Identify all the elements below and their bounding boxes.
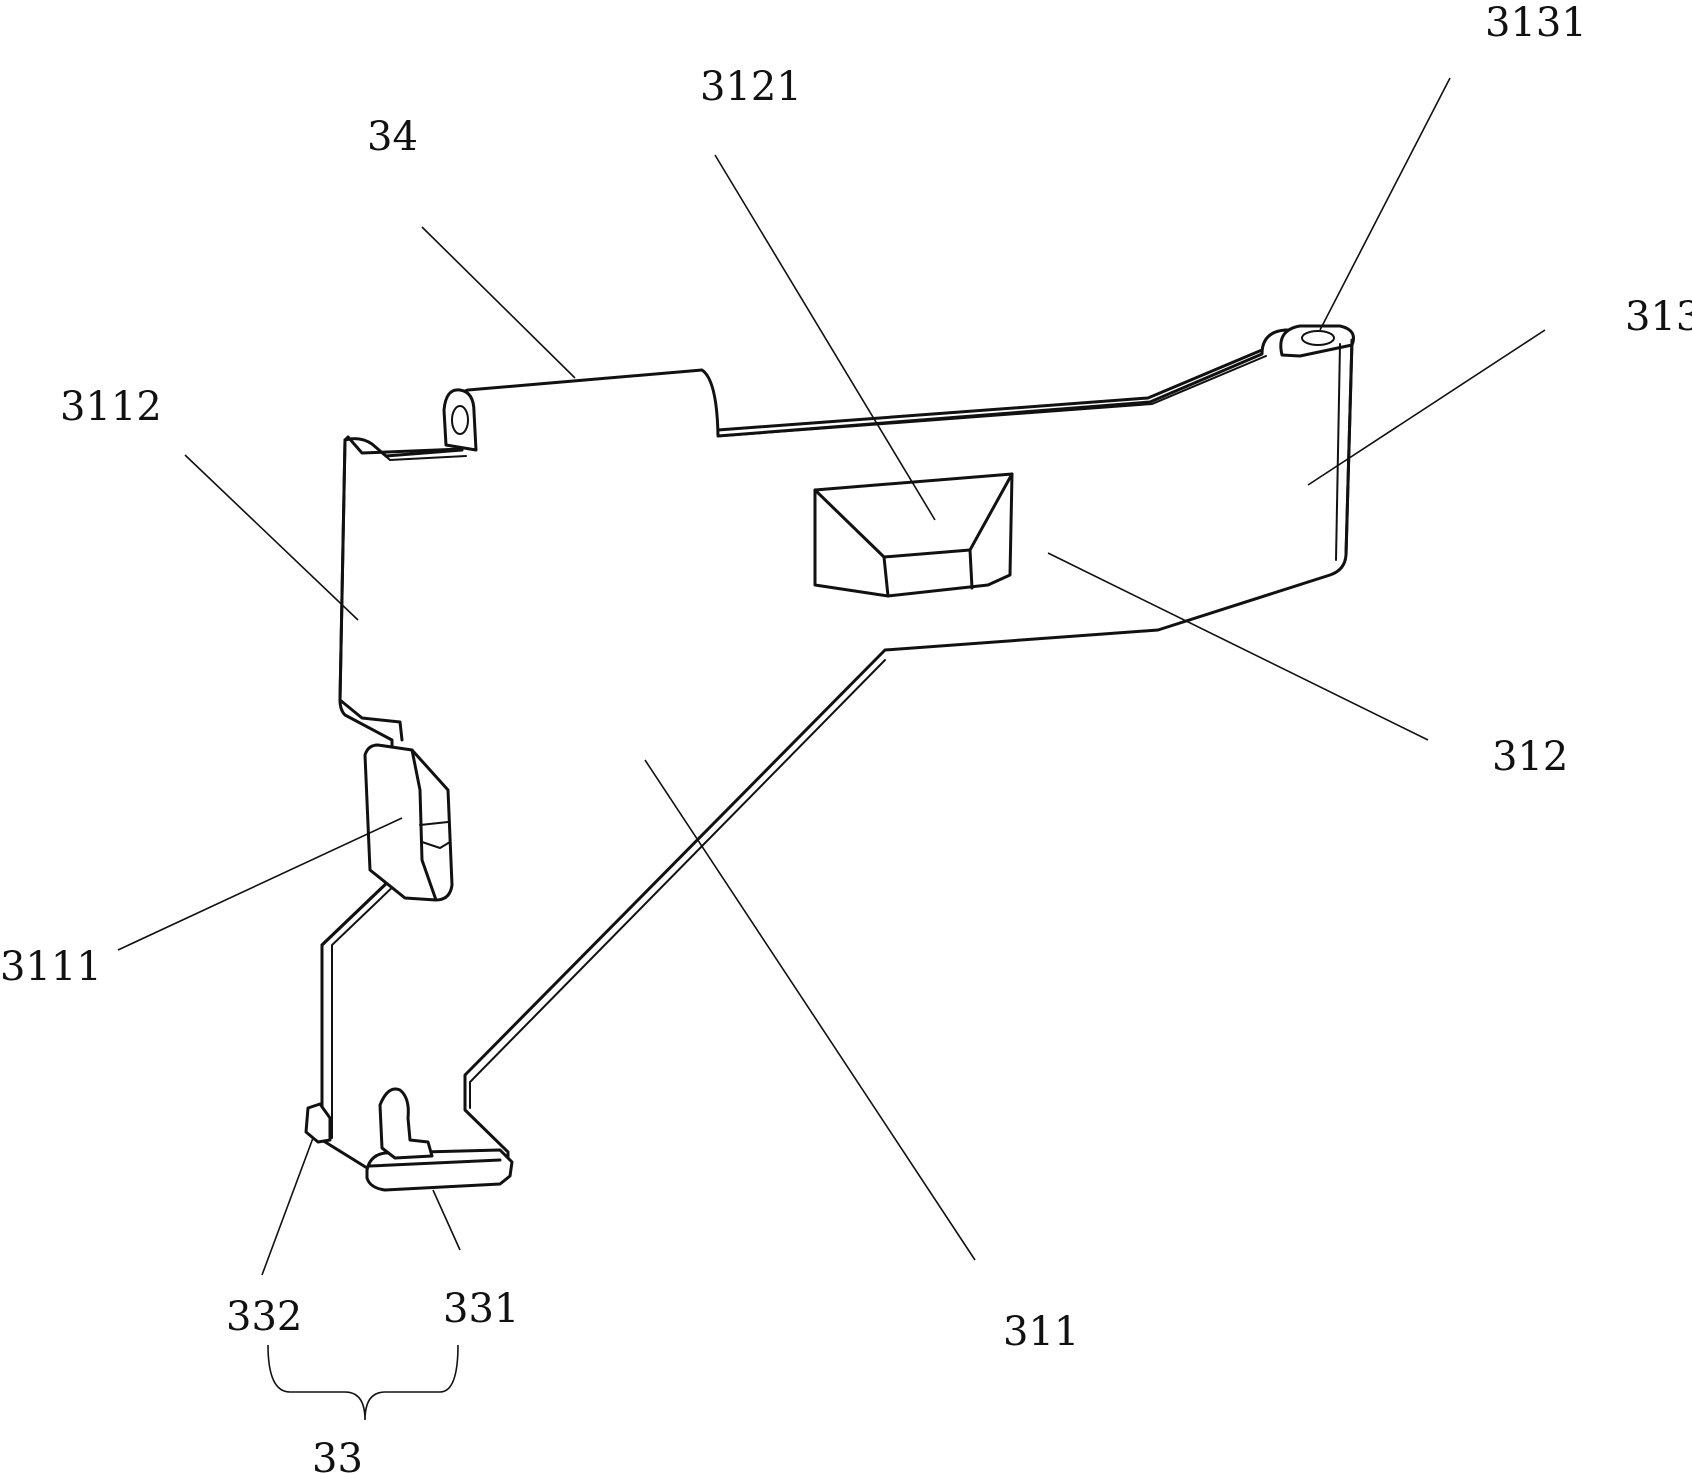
label-332: 332 bbox=[226, 1294, 302, 1340]
label-3121: 3121 bbox=[700, 64, 802, 110]
left-leg-inner bbox=[331, 879, 401, 1139]
foot-331-top bbox=[368, 1158, 502, 1168]
bent-tab-notch bbox=[419, 821, 451, 850]
label-33: 33 bbox=[312, 1436, 363, 1474]
label-313: 313 bbox=[1625, 294, 1692, 340]
leader-3112 bbox=[184, 454, 359, 621]
label-3111: 3111 bbox=[0, 944, 102, 990]
leader-3131 bbox=[1319, 77, 1451, 331]
hinge-34 bbox=[442, 388, 478, 452]
right-end-face bbox=[1344, 338, 1354, 557]
small-tab-near-foot bbox=[378, 1087, 434, 1160]
leader-313 bbox=[1307, 329, 1546, 486]
brace-33 bbox=[267, 1344, 459, 1421]
raised-block-front-bottom bbox=[882, 555, 890, 598]
label-331: 331 bbox=[443, 1286, 519, 1332]
label-311: 311 bbox=[1003, 1309, 1079, 1355]
raised-block-front bbox=[813, 472, 1014, 559]
top-flange-inner-edge bbox=[721, 355, 1267, 437]
foot-332 bbox=[304, 1102, 332, 1144]
leader-331 bbox=[432, 1189, 461, 1251]
leader-3111 bbox=[117, 817, 403, 951]
bracket-main-body bbox=[320, 328, 1354, 1178]
label-3131: 3131 bbox=[1485, 0, 1587, 46]
label-312: 312 bbox=[1492, 734, 1568, 780]
label-3112: 3112 bbox=[60, 384, 162, 430]
foot-331 bbox=[365, 1148, 514, 1192]
left-top-fold-inner bbox=[371, 443, 467, 462]
raised-block-front-bottom-right bbox=[968, 548, 974, 590]
raised-block-3121 bbox=[813, 472, 1014, 598]
leader-312 bbox=[1047, 552, 1429, 741]
top-flange-edge bbox=[716, 348, 1264, 432]
diagonal-edge-inner bbox=[469, 659, 886, 1109]
hinge-34-hole bbox=[451, 405, 469, 435]
right-end-inner bbox=[1335, 343, 1341, 561]
leader-332 bbox=[261, 1137, 314, 1276]
left-leg-edge bbox=[320, 876, 394, 1142]
label-34: 34 bbox=[367, 114, 418, 160]
eye-3131-hole bbox=[1301, 330, 1335, 346]
leader-34 bbox=[421, 226, 576, 379]
leader-3121 bbox=[714, 154, 936, 521]
leader-311 bbox=[644, 759, 976, 1261]
leader-lines bbox=[117, 77, 1546, 1276]
left-side-edge bbox=[338, 438, 404, 742]
